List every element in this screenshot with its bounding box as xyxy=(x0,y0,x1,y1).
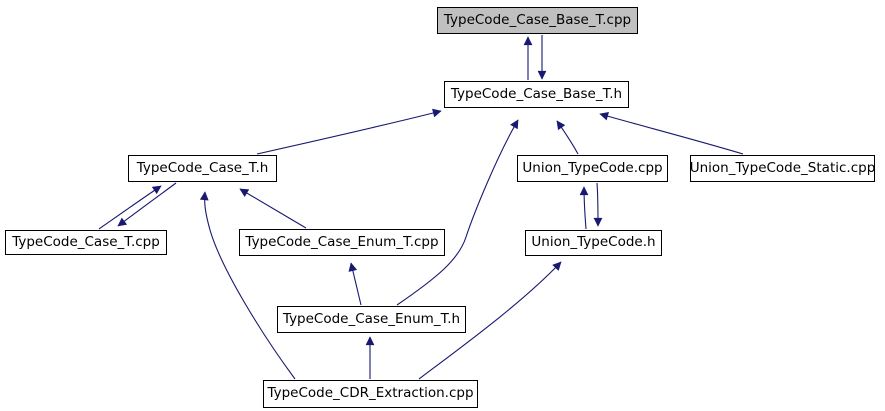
node-typecode-case-base-t-h[interactable]: TypeCode_Case_Base_T.h xyxy=(444,81,629,108)
node-label: TypeCode_Case_Base_T.h xyxy=(450,85,623,102)
edge-union-h-to-union-cpp xyxy=(579,186,589,230)
edge-case-t-h-to-base-h xyxy=(256,108,442,155)
node-label: TypeCode_Case_Base_T.cpp xyxy=(443,11,632,28)
node-label: Union_TypeCode_Static.cpp xyxy=(689,159,876,176)
edge-cdr-cpp-to-case-t-h xyxy=(199,191,296,380)
node-typecode-case-base-t-cpp: TypeCode_Case_Base_T.cpp xyxy=(437,7,638,34)
node-label: Union_TypeCode.cpp xyxy=(522,159,663,176)
node-label: TypeCode_Case_Enum_T.h xyxy=(282,310,461,327)
node-label: TypeCode_Case_Enum_T.cpp xyxy=(245,233,439,250)
node-label: TypeCode_CDR_Extraction.cpp xyxy=(267,385,474,402)
node-typecode-case-enum-t-cpp[interactable]: TypeCode_Case_Enum_T.cpp xyxy=(239,229,445,256)
node-union-typecode-h[interactable]: Union_TypeCode.h xyxy=(525,230,662,256)
edge-enum-h-to-base-h xyxy=(396,119,519,306)
node-typecode-case-t-cpp[interactable]: TypeCode_Case_T.cpp xyxy=(5,230,167,255)
node-label: TypeCode_Case_T.h xyxy=(136,159,269,176)
edge-case-t-cpp-to-case-t-h xyxy=(98,185,162,230)
edge-static-cpp-to-base-h xyxy=(599,111,744,155)
node-typecode-cdr-extraction-cpp[interactable]: TypeCode_CDR_Extraction.cpp xyxy=(263,380,478,408)
node-union-typecode-static-cpp[interactable]: Union_TypeCode_Static.cpp xyxy=(690,155,875,182)
node-union-typecode-cpp[interactable]: Union_TypeCode.cpp xyxy=(517,155,668,182)
edge-union-cpp-to-base-h xyxy=(556,120,579,155)
node-label: TypeCode_Case_T.cpp xyxy=(12,233,160,250)
node-label: Union_TypeCode.h xyxy=(531,234,656,251)
edge-enum-h-to-enum-cpp xyxy=(348,262,362,306)
node-typecode-case-enum-t-h[interactable]: TypeCode_Case_Enum_T.h xyxy=(277,306,466,333)
edge-union-cpp-to-union-h xyxy=(593,182,603,227)
edge-enum-cpp-to-case-t-h xyxy=(239,188,307,229)
node-typecode-case-t-h[interactable]: TypeCode_Case_T.h xyxy=(128,155,277,182)
edge-case-t-h-to-case-t-cpp xyxy=(117,182,177,227)
edge-cdr-cpp-to-union-h xyxy=(418,261,562,380)
